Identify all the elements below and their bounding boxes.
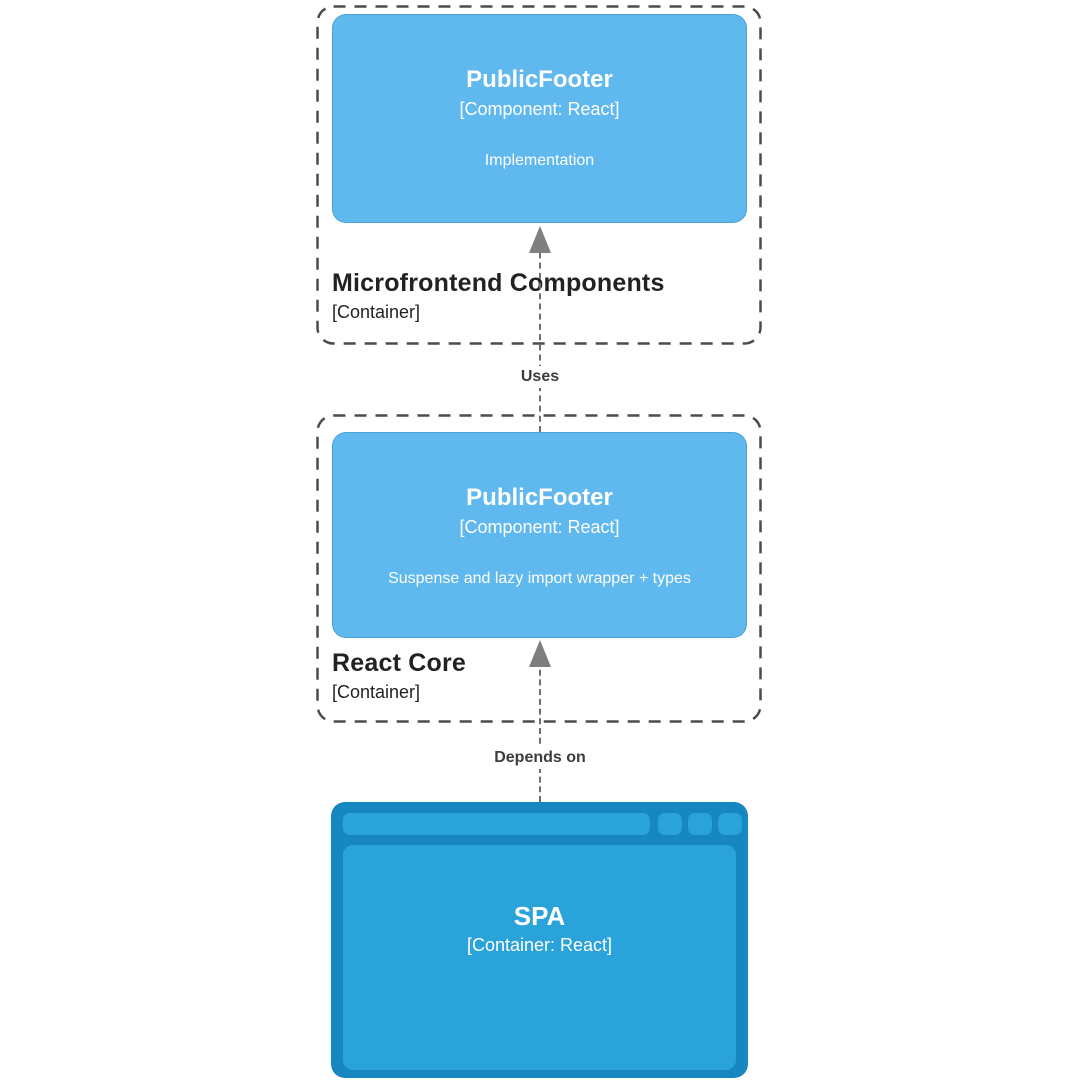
browser-window-button-icon: [718, 813, 742, 835]
relationship-label-depends-on: Depends on: [489, 747, 591, 769]
spa-name: SPA: [513, 901, 566, 931]
relationship-label-uses: Uses: [515, 366, 565, 388]
container-boundary-react-core: PublicFooter [Component: React] Suspense…: [316, 414, 762, 723]
boundary-type: [Container]: [332, 682, 421, 702]
boundary-label: Microfrontend Components [Container]: [332, 269, 665, 323]
boundary-title: Microfrontend Components: [332, 269, 665, 297]
arrowhead-up-icon: [529, 640, 551, 667]
boundary-type: [Container]: [332, 302, 421, 322]
spa-browser-window: SPA [Container: React]: [331, 802, 748, 1078]
arrowhead-up-icon: [529, 226, 551, 253]
component-name: PublicFooter: [466, 484, 613, 511]
dashed-boundary-border: [316, 414, 762, 723]
browser-window-button-icon: [658, 813, 682, 835]
component-box-publicfooter-wrapper: PublicFooter [Component: React] Suspense…: [332, 432, 747, 638]
relationship-line-depends-on: [539, 660, 541, 802]
spa-content-panel: SPA [Container: React]: [343, 845, 736, 1070]
component-description: Implementation: [484, 152, 595, 169]
browser-window-button-icon: [688, 813, 712, 835]
relationship-line-uses: [539, 232, 541, 432]
boundary-title: React Core: [332, 649, 466, 677]
component-type: [Component: React]: [459, 517, 620, 537]
browser-address-bar-icon: [343, 813, 650, 835]
boundary-label: React Core [Container]: [332, 649, 466, 703]
container-boundary-microfrontend-components: PublicFooter [Component: React] Implemen…: [316, 5, 762, 345]
component-description: Suspense and lazy import wrapper + types: [388, 570, 691, 587]
spa-type: [Container: React]: [466, 935, 613, 955]
component-box-publicfooter-implementation: PublicFooter [Component: React] Implemen…: [332, 14, 747, 223]
component-name: PublicFooter: [466, 66, 613, 93]
component-type: [Component: React]: [459, 99, 620, 119]
